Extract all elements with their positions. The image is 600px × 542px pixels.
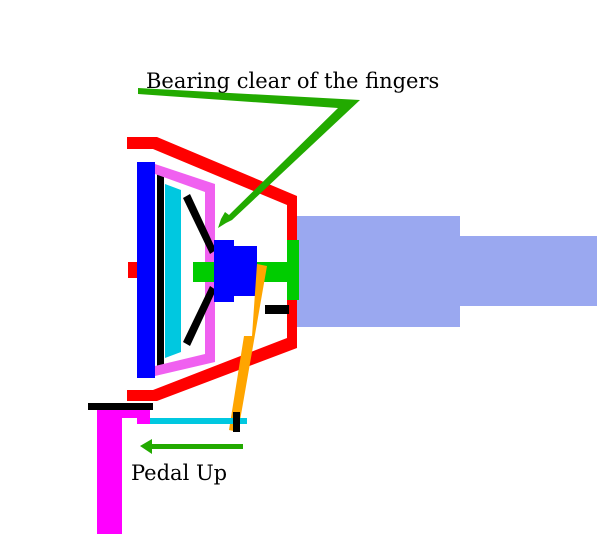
- gearbox: [297, 216, 597, 327]
- pressure-plate: [165, 184, 181, 358]
- fork-pivot: [265, 305, 289, 314]
- pedal-link: [122, 410, 150, 424]
- clutch-cover: [155, 164, 215, 376]
- release-fork: [229, 264, 267, 432]
- flywheel: [137, 162, 155, 378]
- clutch-cable: [137, 418, 247, 424]
- friction-disc: [157, 172, 164, 368]
- bell-housing-top: [127, 137, 297, 245]
- bearing-carrier-flange: [287, 240, 299, 300]
- diaphragm-finger-bottom: [183, 286, 216, 346]
- bell-housing-bottom: [127, 296, 297, 401]
- pedal-pivot-bar: [88, 403, 153, 410]
- pedal-arrow-head: [140, 439, 152, 454]
- diaphragm-finger-top: [183, 194, 216, 254]
- pedal-arrow-shaft: [148, 444, 243, 449]
- pedal-up-label: Pedal Up: [131, 461, 228, 485]
- bearing-clear-label: Bearing clear of the fingers: [146, 69, 440, 93]
- bearing-arrow: [138, 88, 360, 228]
- release-bearing-outer: [214, 240, 234, 302]
- pedal-arm: [97, 410, 122, 534]
- cable-end: [233, 412, 240, 432]
- release-bearing-inner: [230, 246, 257, 296]
